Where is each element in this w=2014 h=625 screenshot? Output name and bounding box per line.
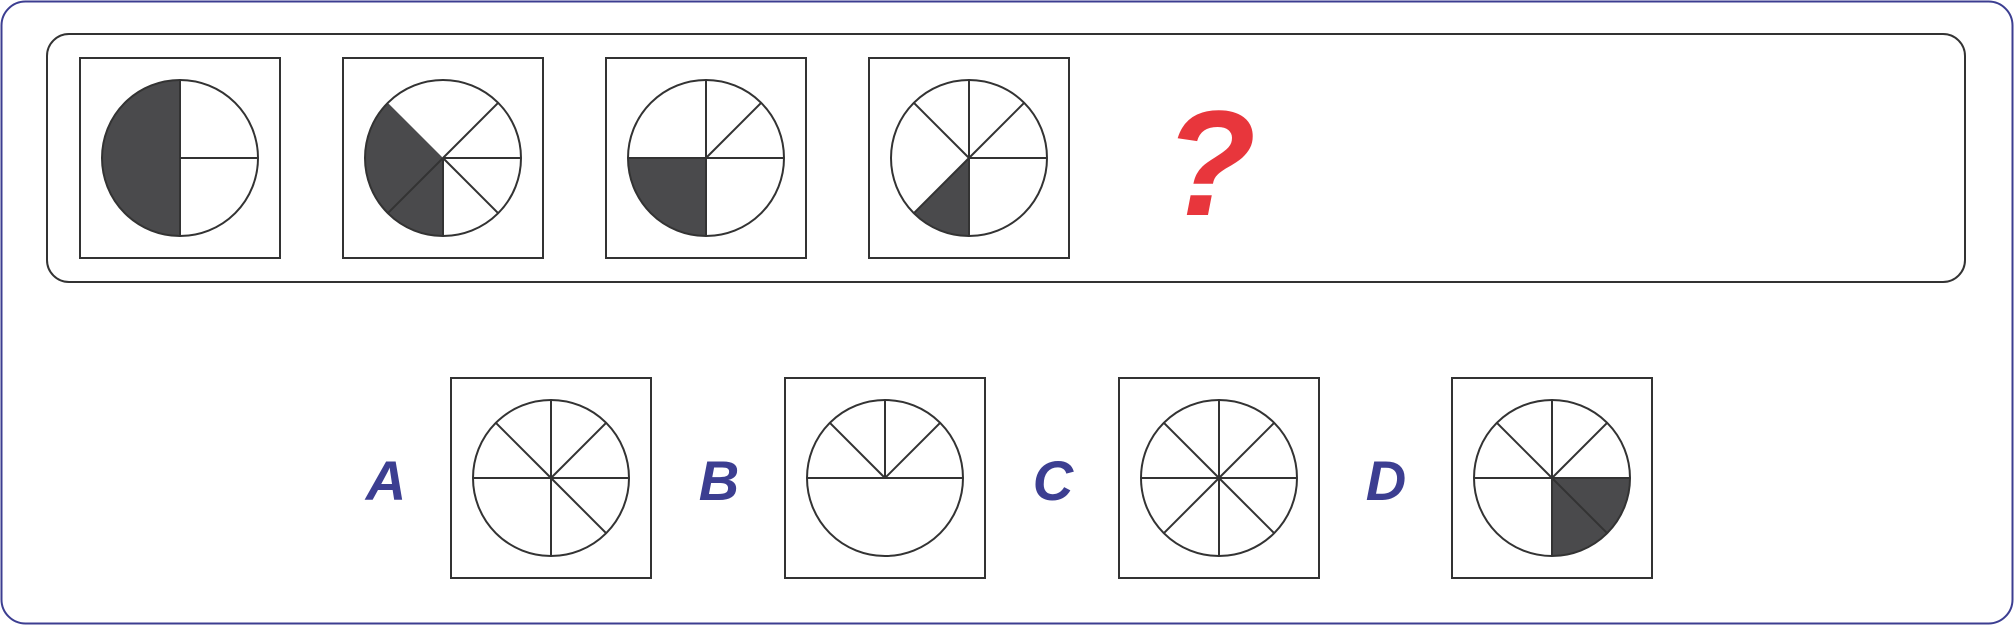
option-d-filled-sector-2 [1552, 478, 1608, 556]
option-letter-d: D [1366, 449, 1406, 512]
sequence-figure-2 [342, 57, 544, 259]
sequence-figure-3 [605, 57, 807, 259]
option-d-spoke-7 [1551, 477, 1608, 534]
sequence-figure-2-box [342, 57, 544, 259]
option-c-spoke-4 [1163, 477, 1220, 534]
option-letter-c: C [1033, 449, 1075, 512]
option-c[interactable]: C [1033, 377, 1320, 579]
sequence-figure-4 [868, 57, 1070, 259]
sequence-figure-4-spoke-6 [968, 102, 1025, 159]
option-d-spoke-6 [1496, 422, 1553, 479]
option-a-spoke-5 [550, 422, 607, 479]
option-c-spoke-6 [1163, 422, 1220, 479]
sequence-figure-1 [79, 57, 281, 259]
option-b-spoke-4 [884, 422, 941, 479]
option-c-spoke-2 [1218, 477, 1275, 534]
sequence-figure-4-filled-sector-1 [913, 158, 969, 236]
sequence-figure-2-filled-sector-2 [365, 102, 443, 214]
sequence-figure-1-filled-sector-1 [102, 80, 180, 236]
question-mark: ? [1164, 79, 1256, 247]
option-a-spoke-7 [550, 477, 607, 534]
option-letter-b: B [699, 449, 739, 512]
option-letter-a: A [364, 449, 406, 512]
option-b-box [784, 377, 986, 579]
sequence-figure-4-box [868, 57, 1070, 259]
option-d[interactable]: D [1366, 377, 1653, 579]
sequence-figure-4-spoke-4 [913, 102, 970, 159]
option-a-spoke-6 [495, 422, 552, 479]
option-b[interactable]: B [699, 377, 986, 579]
sequence-figure-2-filled-sector-1 [387, 158, 443, 236]
sequence-figure-3-spoke-5 [705, 102, 762, 159]
sequence-figure-4-spoke-3 [913, 157, 970, 214]
option-a[interactable]: A [364, 377, 652, 579]
option-a-box [450, 377, 652, 579]
sequence-panel [46, 33, 1966, 283]
option-c-box [1118, 377, 1320, 579]
option-b-spoke-5 [829, 422, 886, 479]
sequence-figure-2-spoke-4 [442, 102, 499, 159]
options-row: A B C D [364, 377, 1653, 579]
sequence-figure-2-spoke-3 [387, 157, 444, 214]
option-d-spoke-5 [1551, 422, 1608, 479]
sequence-figure-1-box [79, 57, 281, 259]
sequence-figure-3-box [605, 57, 807, 259]
option-d-box [1451, 377, 1653, 579]
sequence-figure-3-filled-sector-1 [628, 158, 706, 236]
sequence-figure-2-spoke-5 [442, 157, 499, 214]
option-d-filled-sector-1 [1552, 478, 1630, 534]
sequence-row [79, 57, 1070, 259]
option-c-spoke-8 [1218, 422, 1275, 479]
